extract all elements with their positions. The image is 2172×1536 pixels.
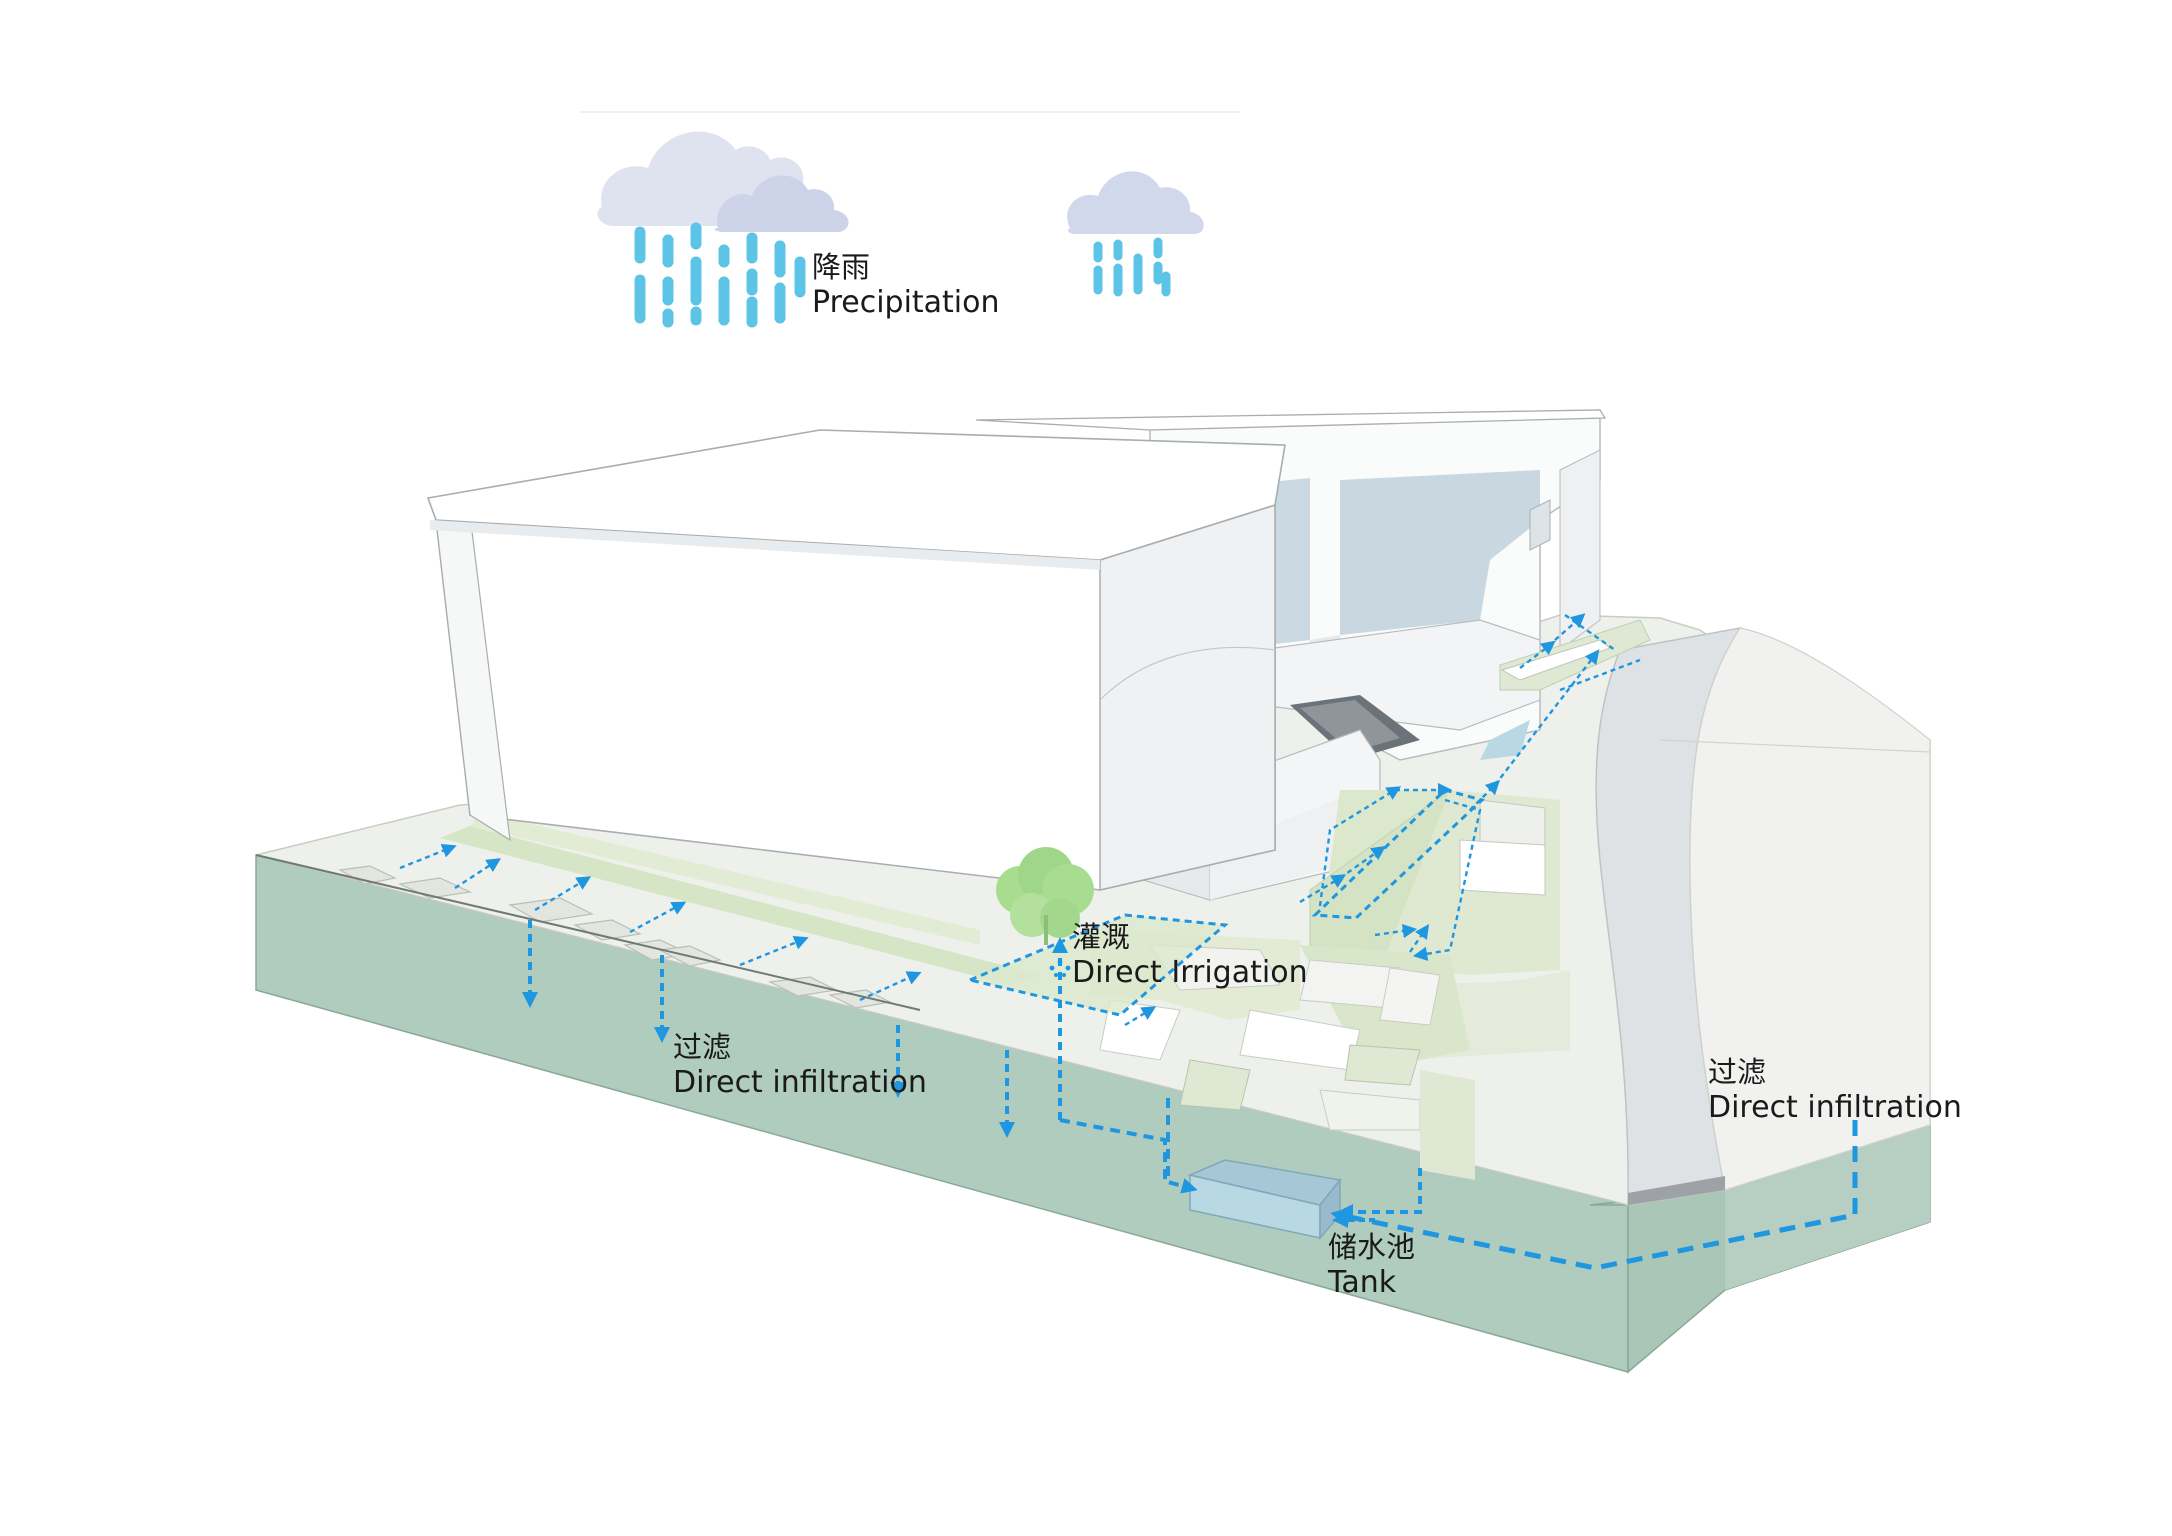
rain-cloud-icon: [597, 131, 849, 328]
tank-label-zh: 储水池: [1328, 1230, 1416, 1264]
infiltration-label-left: 过滤 Direct infiltration: [673, 1030, 927, 1101]
infiltration-label-left-en: Direct infiltration: [673, 1064, 927, 1100]
irrigation-label: 灌溉 Direct Irrigation: [1072, 920, 1308, 991]
storage-tank: [1187, 1159, 1342, 1241]
rain-cloud-icon: [1067, 171, 1204, 297]
irrigation-label-en: Direct Irrigation: [1072, 954, 1308, 990]
lawn-strip: [440, 826, 1040, 985]
irrigation-lawn: [965, 913, 1229, 1017]
precipitation-label-zh: 降雨: [812, 250, 871, 284]
irrigation-label-zh: 灌溉: [1072, 920, 1131, 954]
sprinkler-icon: [1049, 959, 1071, 977]
building: [426, 409, 1607, 901]
flow-arrows: [399, 613, 1858, 1271]
soil-block: [255, 854, 1931, 1374]
tank-label-en: Tank: [1328, 1264, 1397, 1300]
infiltration-label-right: 过滤 Direct infiltration: [1708, 1055, 1962, 1126]
tree-icon: [996, 847, 1094, 945]
precipitation-label-en: Precipitation: [812, 284, 1000, 320]
infiltration-label-left-zh: 过滤: [673, 1030, 732, 1064]
tank-label: 储水池 Tank: [1328, 1230, 1415, 1301]
precipitation-label: 降雨 Precipitation: [812, 250, 1000, 321]
infiltration-label-right-en: Direct infiltration: [1708, 1089, 1962, 1125]
infiltration-label-right-zh: 过滤: [1708, 1055, 1767, 1089]
